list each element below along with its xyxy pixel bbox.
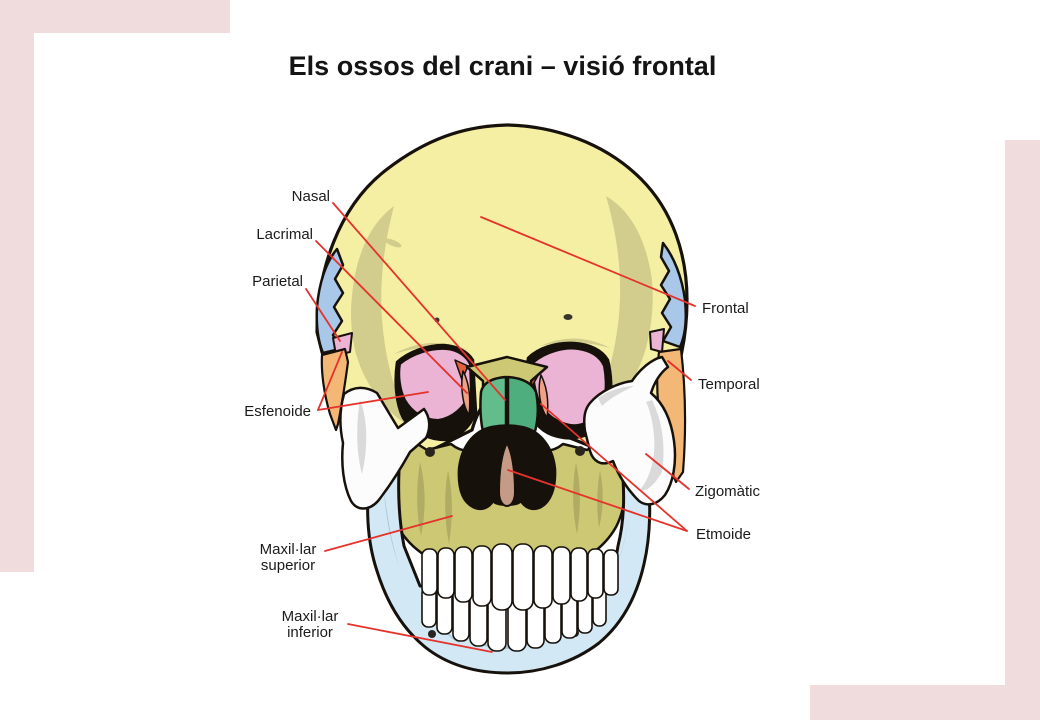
leader-temporal [667,360,692,381]
tooth [454,546,473,603]
infraorbital-foramen-left [425,447,435,457]
label-maxillar-superior: Maxil·lar superior [259,541,317,574]
label-lacrimal: Lacrimal [256,226,313,243]
mental-foramen-left [428,630,436,638]
tooth [533,545,553,609]
sphenoid-temple-right [649,328,665,353]
label-parietal: Parietal [252,273,303,290]
zygomatic-shading [357,386,664,491]
temporal-bone-left [320,347,350,432]
leader-lines [305,202,696,653]
upper-teeth [421,543,619,611]
tooth [421,548,438,596]
tooth [587,548,604,599]
page-title: Els ossos del crani – visió frontal [288,51,717,81]
decor-top-band [0,0,230,33]
tooth [491,543,513,611]
label-frontal: Frontal [702,300,749,317]
leader-zigomatic [645,453,690,490]
label-etmoide: Etmoide [696,526,752,543]
lacrimal-wedge-left [454,359,469,381]
label-zigomatic: Zigomàtic [695,483,761,500]
sphenoid-orbit-left [398,347,472,421]
nasal-septum [498,442,516,507]
tooth [512,543,534,611]
decor-left-strip [0,0,34,572]
supraorbital-foramen-right [563,314,573,320]
decor-right-strip [1005,140,1040,720]
parietal-bone-left [315,247,345,355]
leader-etmoide-b [507,469,688,532]
leader-esfenoide-a [317,351,343,411]
label-maxillar-inferior: Maxil·lar inferior [281,608,339,641]
tooth [570,547,588,602]
label-temporal: Temporal [698,376,760,393]
tooth [472,545,492,607]
label-esfenoide: Esfenoide [244,403,311,420]
maxilla-shading [417,462,603,544]
leader-parietal [305,288,341,342]
label-nasal: Nasal [291,188,330,205]
leader-lacrimal [315,240,468,394]
leader-frontal [480,216,696,307]
leader-maxillar-superior [324,515,453,552]
tooth [603,549,619,596]
leader-nasal [332,202,506,401]
tooth [437,547,455,599]
decor-bottom-band [810,685,1040,720]
leader-etmoide-a [540,403,688,532]
parietal-bone-right [659,241,688,349]
tooth [552,546,571,605]
infraorbital-foramen-right [575,446,585,456]
leader-maxillar-inferior [347,623,493,653]
leader-esfenoide-b [317,391,429,411]
